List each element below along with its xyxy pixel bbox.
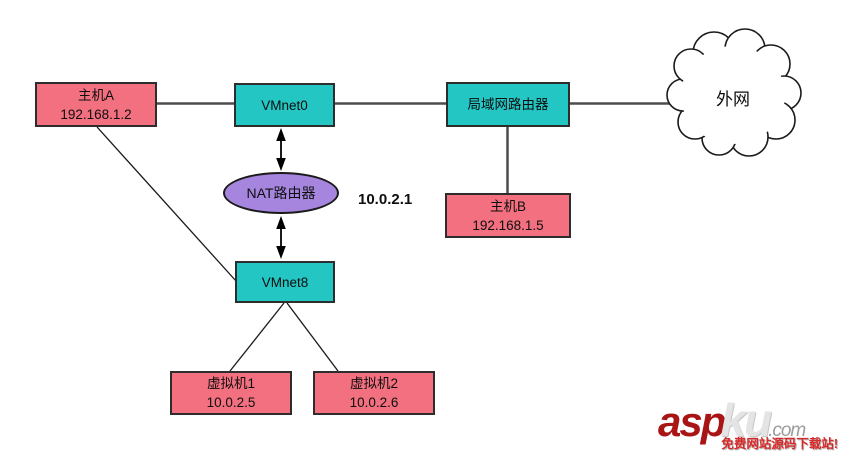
site-watermark: asp ku .com 免费网站源码下载站! <box>658 393 840 451</box>
node-lan-router-name: 局域网路由器 <box>467 97 549 112</box>
watermark-brand-tld: .com <box>768 420 806 441</box>
node-vmnet8: VMnet8 <box>235 261 335 303</box>
link-vmnet8-vm1 <box>229 302 285 372</box>
node-host-b: 主机B 192.168.1.5 <box>445 193 571 238</box>
node-cloud-label: 外网 <box>716 90 750 109</box>
cloud-shape <box>666 28 802 157</box>
double-arrow-nat-vmnet8 <box>276 216 286 259</box>
node-host-a-name: 主机A <box>77 87 114 103</box>
node-host-a-ip: 192.168.1.2 <box>60 106 132 122</box>
link-vmnet8-vm2 <box>286 302 339 372</box>
node-lan-router: 局域网路由器 <box>446 82 570 127</box>
link-hosta-vmnet8 <box>96 126 237 282</box>
node-host-a: 主机A 192.168.1.2 <box>35 82 157 127</box>
node-vm2: 虚拟机2 10.0.2.6 <box>313 371 435 415</box>
node-host-b-name: 主机B <box>489 198 526 214</box>
node-vmnet0: VMnet0 <box>234 83 335 127</box>
node-vmnet8-name: VMnet8 <box>261 274 309 290</box>
node-vm1-name: 虚拟机1 <box>206 376 255 391</box>
site-watermark-logo: asp ku .com <box>658 393 840 447</box>
node-vm2-name: 虚拟机2 <box>349 376 398 391</box>
double-arrow-vmnet0-nat <box>276 128 286 171</box>
nat-ip-label: 10.0.2.1 <box>358 191 413 208</box>
node-vm1: 虚拟机1 10.0.2.5 <box>170 371 292 415</box>
watermark-brand-secondary: ku <box>720 394 772 446</box>
node-host-b-ip: 192.168.1.5 <box>472 217 544 233</box>
watermark-brand-primary: asp <box>658 398 726 445</box>
node-vm2-ip: 10.0.2.6 <box>349 395 399 410</box>
node-nat-router-name: NAT路由器 <box>246 185 316 201</box>
watermark-tagline: 免费网站源码下载站! <box>721 437 838 451</box>
node-vmnet0-name: VMnet0 <box>261 97 308 113</box>
node-vm1-ip: 10.0.2.5 <box>206 395 256 410</box>
node-nat-router: NAT路由器 <box>223 172 339 214</box>
